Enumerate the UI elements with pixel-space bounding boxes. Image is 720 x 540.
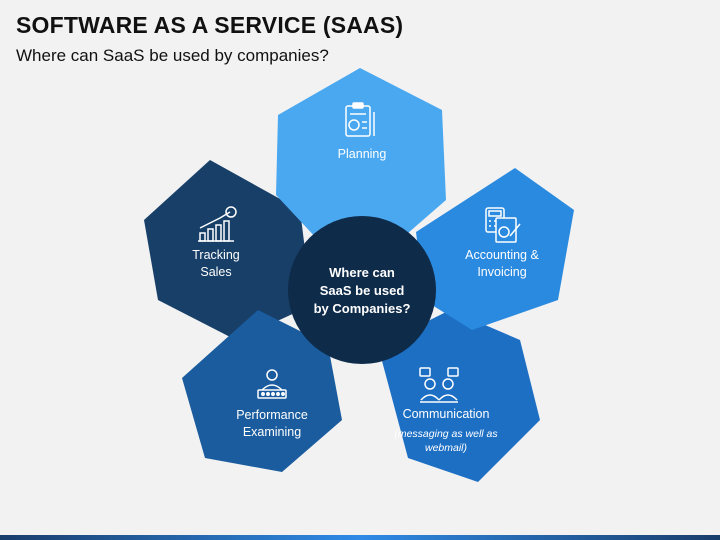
segment-performance-examining [182,310,342,472]
tracking-label-line1: Tracking [192,248,240,262]
slide-title: SOFTWARE AS A SERVICE (SAAS) [16,12,404,38]
communication-note-line1: (messaging as well as [394,428,498,440]
center-question: Where can SaaS be used by Companies? [292,264,432,318]
center-line1: Where can [329,265,395,280]
segment-planning [276,68,446,240]
slide-subtitle: Where can SaaS be used by companies? [16,46,329,65]
center-circle [288,216,436,364]
accounting-label-line2: Invoicing [477,265,527,279]
tracking-label-line2: Sales [200,265,232,279]
people-chat-icon [419,367,459,403]
calculator-invoice-icon [485,207,521,243]
communication-note-line2: webmail) [424,442,467,454]
center-line3: by Companies? [313,301,411,316]
person-rating-icon [257,369,287,399]
communication-label: Communication [402,407,490,421]
center-line2: SaaS be used [319,283,405,298]
performance-label-line1: Performance [236,408,308,422]
performance-label-line2: Examining [242,425,302,439]
bottom-accent-bar [0,535,720,540]
segment-communication [378,310,540,482]
planning-clipboard-icon [345,102,375,137]
sales-chart-icon [198,206,237,242]
segment-accounting-invoicing [416,168,574,330]
segment-tracking-sales [144,160,312,340]
accounting-label-line1: Accounting & [465,248,539,262]
planning-label: Planning [337,147,387,161]
